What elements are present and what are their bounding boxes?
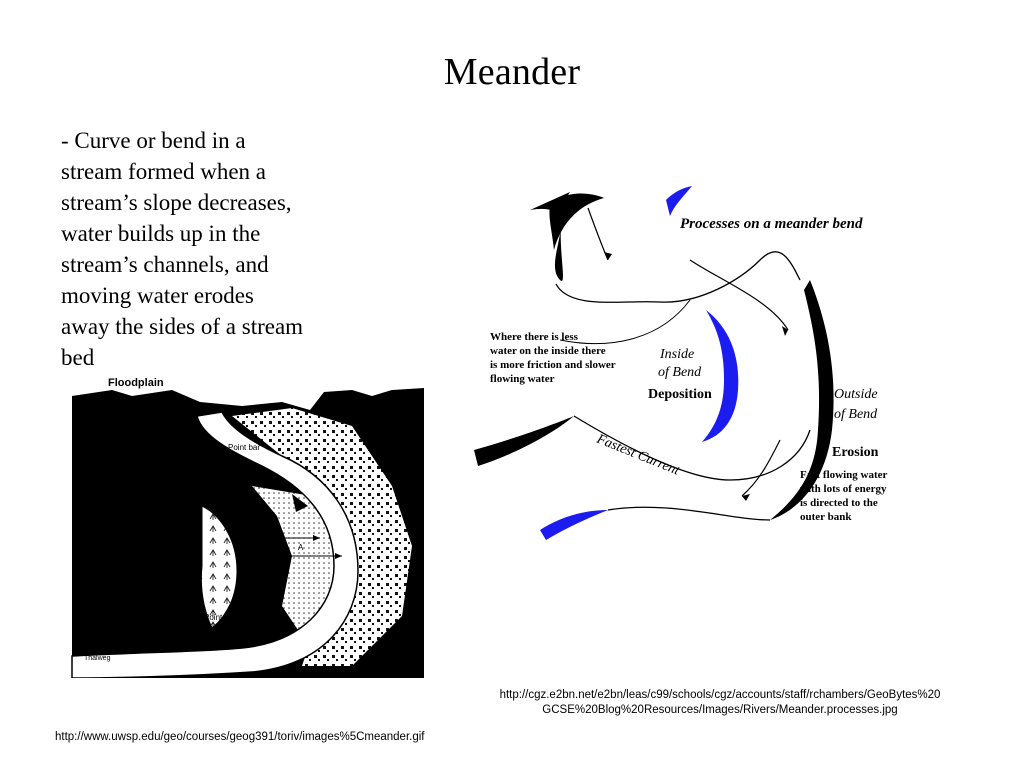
definition-line: away the sides of a stream bbox=[61, 314, 304, 339]
floodplain-diagram: Floodplain Point bar Point bars Thalweg … bbox=[71, 377, 424, 678]
bank-bottom-left-blue bbox=[540, 510, 608, 540]
left-figure-source[interactable]: http://www.uwsp.edu/geo/courses/geog391/… bbox=[55, 731, 425, 743]
definition-line: water builds up in the bbox=[61, 221, 261, 246]
label-deposition: Deposition bbox=[648, 387, 712, 402]
source-url-line[interactable]: GCSE%20Blog%20Resources/Images/Rivers/Me… bbox=[542, 704, 898, 716]
source-url-line[interactable]: http://cgz.e2bn.net/e2bn/leas/c99/school… bbox=[499, 689, 941, 701]
label-less-1: Where there is less bbox=[490, 331, 579, 343]
outer-bank-deposit bbox=[232, 408, 412, 666]
label-fast-4: outer bank bbox=[800, 511, 852, 523]
definition-line: bed bbox=[61, 345, 95, 370]
label-thalweg: Thalweg bbox=[84, 655, 111, 662]
label-fast-2: with lots of energy bbox=[800, 483, 887, 495]
flow-arrow bbox=[587, 207, 609, 261]
inner-bend-marsh bbox=[200, 505, 238, 629]
river-channel bbox=[71, 411, 359, 678]
label-processes-title: Processes on a meander bend bbox=[680, 216, 863, 232]
label-fast-3: is directed to the bbox=[800, 497, 878, 509]
definition-line: stream formed when a bbox=[61, 159, 267, 184]
flow-arrow bbox=[177, 446, 192, 476]
inside-bend-deposit bbox=[702, 310, 739, 442]
top-blue-bank bbox=[666, 186, 692, 216]
flow-arrow bbox=[689, 259, 789, 331]
outer-bend-bank bbox=[770, 280, 834, 520]
bank-upper-left bbox=[549, 193, 604, 250]
definition-line: moving water erodes bbox=[61, 283, 254, 308]
label-a-upper: A bbox=[274, 525, 280, 534]
definition-line: stream’s channels, and bbox=[61, 252, 269, 277]
label-less-2: water on the inside there bbox=[490, 345, 606, 357]
definition-text: - Curve or bend in a stream formed when … bbox=[61, 125, 371, 373]
flow-arrow bbox=[741, 439, 781, 497]
label-inside-2: of Bend bbox=[658, 365, 702, 380]
label-less-4: flowing water bbox=[490, 373, 555, 385]
label-floodplain: Floodplain bbox=[108, 377, 164, 389]
river-line bbox=[607, 506, 771, 521]
meander-processes-diagram: Processes on a meander bend Inside of Be… bbox=[474, 186, 887, 540]
label-outside-1: Outside bbox=[834, 387, 878, 402]
flow-arrow bbox=[242, 620, 267, 638]
label-a-lower: A bbox=[298, 543, 304, 552]
label-erosion: Erosion bbox=[832, 445, 879, 460]
label-fastest-current: Fastest Current bbox=[594, 431, 683, 479]
definition-line: - Curve or bend in a bbox=[61, 128, 246, 153]
definition-line: stream’s slope decreases, bbox=[61, 190, 292, 215]
right-figure-source[interactable]: http://cgz.e2bn.net/e2bn/leas/c99/school… bbox=[470, 688, 970, 718]
label-point-bar: Point bar bbox=[228, 443, 260, 452]
river-line bbox=[573, 415, 811, 481]
label-less-3: is more friction and slower bbox=[490, 359, 616, 371]
label-fast-1: Fast flowing water bbox=[800, 469, 887, 481]
river-line bbox=[559, 299, 691, 345]
label-inside-1: Inside bbox=[659, 347, 694, 362]
slide-title: Meander bbox=[443, 51, 581, 93]
flow-arrow bbox=[292, 494, 308, 512]
river-line bbox=[555, 251, 801, 303]
label-point-bars: Point bars bbox=[204, 613, 240, 622]
label-outside-2: of Bend bbox=[834, 407, 878, 422]
point-bar-fine bbox=[252, 486, 342, 636]
bank-lower-left bbox=[474, 416, 574, 466]
